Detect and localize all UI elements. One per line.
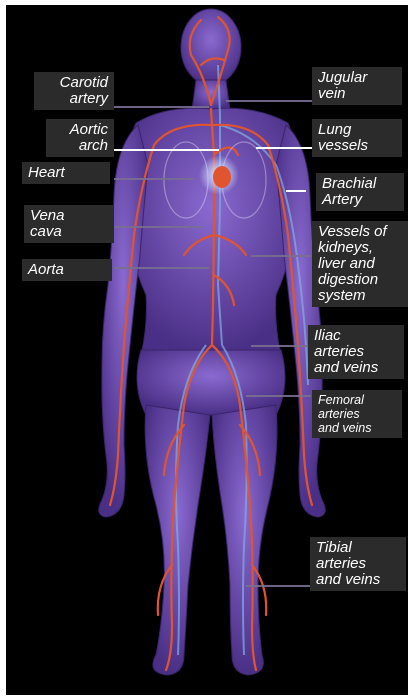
heart-shape [213,166,231,188]
leader-aortic-arch [114,149,219,151]
label-carotid-artery: Carotid artery [34,72,114,110]
leader-brachial [286,190,306,192]
label-aorta: Aorta [22,259,112,281]
leader-tibial [246,585,311,587]
label-tibial: Tibial arteries and veins [310,537,406,591]
label-vessels-kidneys: Vessels of kidneys, liver and digestion … [312,221,408,307]
leader-kidneys [251,255,311,257]
label-aortic-arch: Aortic arch [46,119,114,157]
label-femoral: Femoral arteries and veins [312,390,402,438]
label-iliac: Iliac arteries and veins [308,325,404,379]
label-heart: Heart [22,162,110,184]
label-lung-vessels: Lung vessels [312,119,402,157]
leader-carotid [114,106,209,108]
leader-heart [114,178,194,180]
diagram-panel: Carotid artery Aortic arch Heart Vena ca… [6,5,408,695]
leader-jugular [226,100,316,102]
label-brachial-artery: Brachial Artery [316,173,404,211]
leader-lung [256,147,316,149]
leader-femoral [246,395,311,397]
label-jugular-vein: Jugular vein [312,67,402,105]
leader-vena-cava [114,226,204,228]
leader-iliac [251,345,311,347]
arteries [110,17,312,670]
label-vena-cava: Vena cava [24,205,114,243]
leader-aorta [114,267,209,269]
